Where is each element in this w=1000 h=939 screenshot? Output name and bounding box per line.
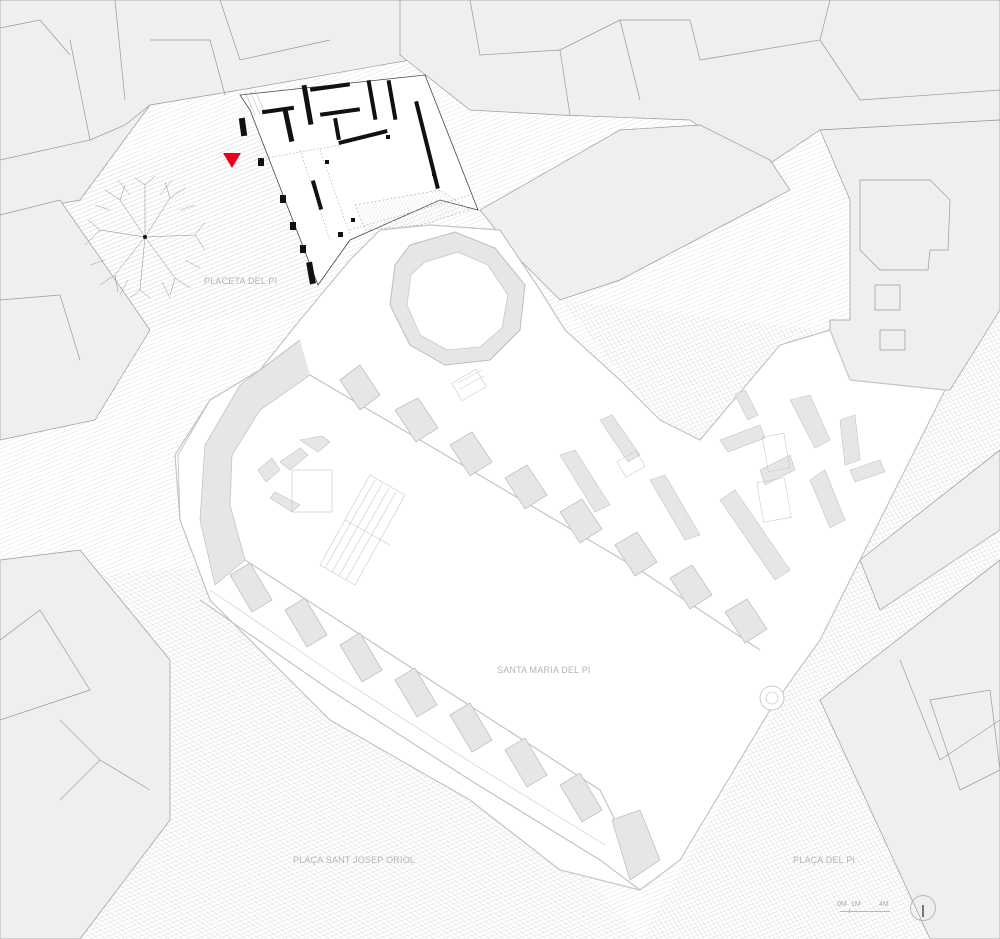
spiral-stair [759,685,785,711]
highlighted-building [238,74,479,286]
scale-bar: 0M 1M 4M [837,901,893,915]
north-arrow-icon [910,895,936,921]
scale-tick-1: 1M [851,901,861,908]
label-santa-maria-del-pi: SANTA MARIA DEL PI [497,665,591,675]
scale-line [840,911,890,912]
label-placeta-del-pi: PLACETA DEL PI [204,276,278,286]
tree-icon [84,175,206,299]
church-santa-maria-del-pi [174,224,946,891]
label-placa-del-pi: PLAÇA DEL PI [793,855,856,865]
apse-stairs [319,474,406,586]
red-triangle-marker-icon [223,153,241,168]
north-needle [922,905,924,917]
scale-tick-0: 0M [837,901,847,908]
scale-tick-4: 4M [879,901,889,908]
altar [257,435,333,513]
scale-tick-mark [849,909,850,913]
label-placa-sant-josep-oriol: PLAÇA SANT JOSEP ORIOL [293,855,416,865]
